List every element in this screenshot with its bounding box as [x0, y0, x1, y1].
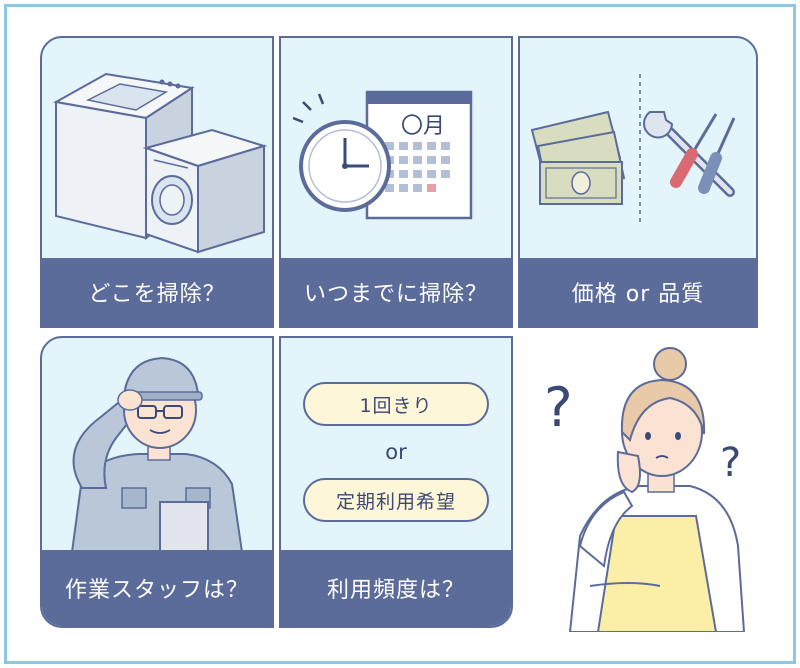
option-regular-use-pill: 定期利用希望 — [303, 478, 489, 522]
caption-usage-frequency: 利用頻度は？ — [281, 550, 511, 626]
caption-when-to-clean: いつまでに掃除？ — [281, 258, 511, 326]
panel-where-to-clean: どこを掃除？ — [40, 36, 274, 328]
front-loader-washer-icon — [142, 128, 268, 254]
calendar-icon: 〇月 — [365, 90, 473, 220]
clock-icon — [292, 93, 391, 212]
banknotes-icon — [530, 110, 626, 205]
clock-calendar-illustration: 〇月 — [281, 38, 511, 260]
worker-illustration — [42, 338, 272, 552]
panel-work-staff: 作業スタッフは？ — [40, 336, 274, 628]
svg-text:?: ? — [544, 376, 573, 439]
panel-price-or-quality: 価格 or 品質 — [518, 36, 758, 328]
option-one-time-pill: 1回きり — [303, 382, 489, 426]
question-mark-icon: ? ? — [544, 376, 741, 486]
caption-price-or-quality: 価格 or 品質 — [520, 258, 756, 326]
woman-wondering-illustration: ? ? — [520, 336, 760, 632]
money-and-tools-illustration — [520, 38, 756, 260]
caption-where-to-clean: どこを掃除？ — [42, 258, 272, 326]
svg-text:?: ? — [720, 440, 741, 486]
caption-work-staff: 作業スタッフは？ — [42, 550, 272, 626]
or-label: or — [385, 440, 407, 464]
worker-icon — [70, 356, 244, 552]
screwdriver-icon — [670, 113, 736, 194]
svg-text:〇月: 〇月 — [401, 114, 445, 139]
woman-icon — [568, 347, 746, 632]
washing-machines-illustration — [42, 38, 272, 260]
panel-usage-frequency: 1回きり or 定期利用希望 利用頻度は？ — [279, 336, 513, 628]
panel-when-to-clean: 〇月 いつまでに掃除？ — [279, 36, 513, 328]
